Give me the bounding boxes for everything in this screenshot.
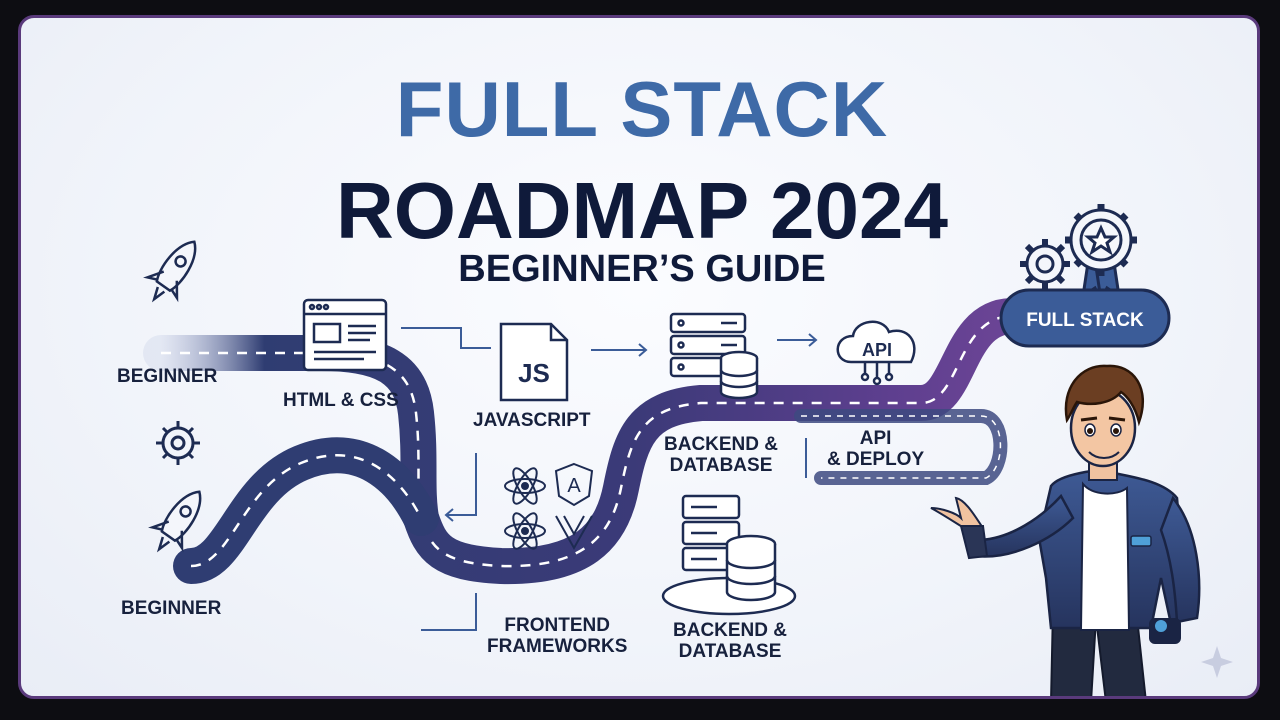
js-icon-text: JS [518,358,550,388]
rocket-icon [148,490,202,553]
label-api-deploy: API & DEPLOY [827,428,924,471]
title-line-3: BEGINNER’S GUIDE [458,248,826,290]
label-backend-db-2-line2: DATABASE [678,641,782,663]
road-lower [173,409,1008,584]
road-upper [143,298,1039,585]
rocket-icon [143,240,197,303]
api-cloud-icon: API [836,320,916,386]
roadmap-card: FULL STACK ROADMAP 2024 BEGINNER’S GUIDE [18,15,1260,699]
react-icon [504,512,546,550]
label-beginner-top: BEGINNER [117,366,218,387]
js-file-icon: JS [499,322,569,402]
label-html-css: HTML & CSS [283,390,399,411]
label-frontend-line2: FRAMEWORKS [487,636,628,658]
label-frontend-line1: FRONTEND [504,615,610,636]
connector-lines [401,327,818,631]
title-line-2: ROADMAP 2024 [335,166,949,255]
label-api-deploy-line1: API [859,428,892,449]
label-backend-db-2: BACKEND & DATABASE [673,620,787,663]
label-backend-db-1-line1: BACKEND & [664,434,778,455]
label-backend-db-2-line1: BACKEND & [673,620,787,641]
developer-character [930,364,1201,696]
server-database-icon [661,494,797,616]
label-api-deploy-line2: & DEPLOY [827,449,925,471]
full-stack-badge: FULL STACK [999,288,1171,348]
label-backend-db-1-line2: DATABASE [669,455,773,477]
api-icon-text: API [862,340,892,360]
svg-text:A: A [567,475,581,497]
title-line-1: FULL STACK [395,65,889,153]
label-beginner-bottom: BEGINNER [121,598,222,619]
angular-icon: A [554,462,594,507]
react-icon [504,467,546,505]
award-gear-icon [1065,204,1137,305]
gear-icon [1020,239,1070,289]
sparkle-icon [1201,646,1233,678]
label-backend-db-1: BACKEND & DATABASE [664,434,778,477]
browser-window-icon [302,298,388,372]
label-frontend-frameworks: FRONTEND FRAMEWORKS [487,615,627,658]
vue-icon [555,515,593,551]
gear-icon [156,421,200,465]
server-database-icon [669,312,759,400]
full-stack-label: FULL STACK [1026,310,1144,331]
label-javascript: JAVASCRIPT [473,410,591,431]
roadmap-illustration: JS API A [143,204,1233,696]
